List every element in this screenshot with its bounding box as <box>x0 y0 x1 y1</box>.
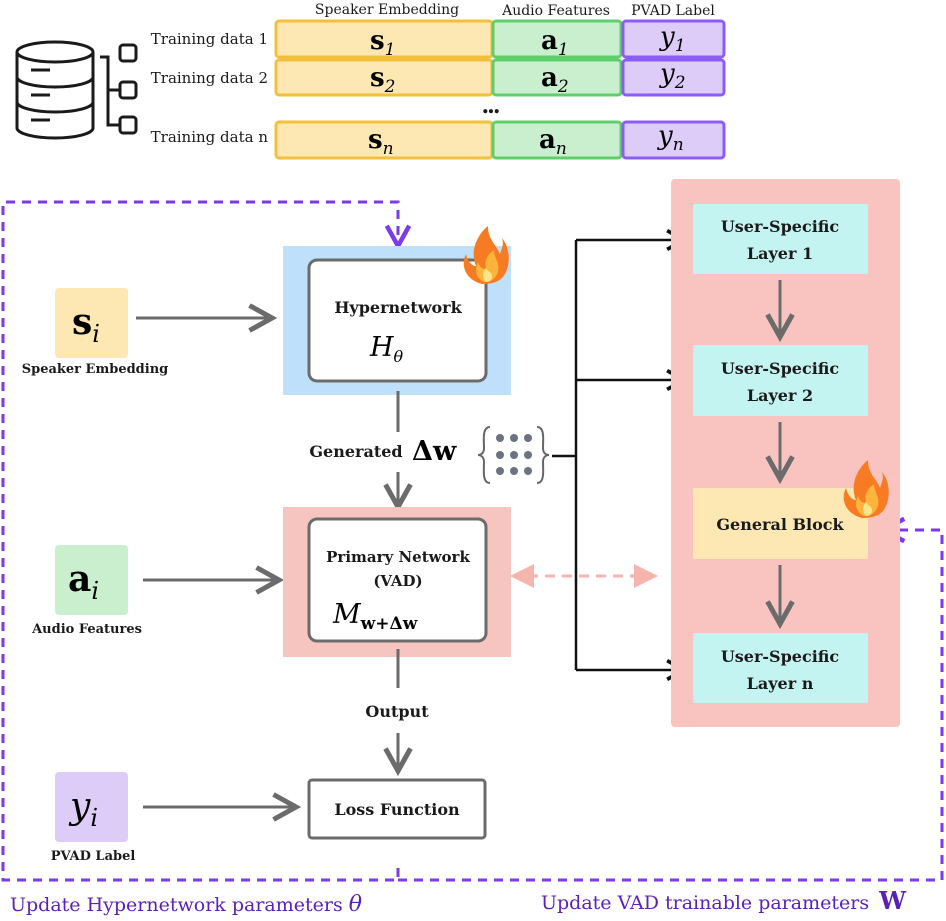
layer-n-label-line2: Layer n <box>747 674 814 693</box>
row-label: Training data 2 <box>151 69 268 87</box>
user-specific-layer-n <box>693 633 868 703</box>
pvad-label-input <box>55 772 128 842</box>
loss-function-label: Loss Function <box>334 800 460 819</box>
header-pvad-label: PVAD Label <box>631 3 715 19</box>
primary-network-symbol: Mw+Δw <box>332 599 418 634</box>
general-block-label: General Block <box>716 515 844 534</box>
audio-value: a2 <box>541 63 569 97</box>
label-cell <box>621 19 726 59</box>
vad-update-loop <box>398 530 944 882</box>
fire-icon <box>843 460 889 518</box>
layer-n-label-line1: User-Specific <box>721 647 840 666</box>
layer-1-label-line1: User-Specific <box>721 217 840 236</box>
primary-network-subtitle: (VAD) <box>373 572 422 590</box>
audio-features-input <box>55 545 128 615</box>
audio-features-symbol: ai <box>68 558 99 605</box>
database-icon <box>15 40 138 140</box>
primary-network-box <box>307 517 488 643</box>
row-label: Training data 1 <box>151 30 268 48</box>
row-label: Training data n <box>151 128 269 146</box>
delta-w-symbol: Δw <box>412 436 457 467</box>
fire-icon <box>463 226 509 284</box>
hypernetwork-box <box>307 258 488 383</box>
label-cell <box>621 120 726 160</box>
layer-2-label-line2: Layer 2 <box>747 386 813 405</box>
speaker-embedding-caption: Speaker Embedding <box>22 362 169 377</box>
primary-network-title: Primary Network <box>326 548 470 566</box>
audio-cell <box>491 120 623 160</box>
header-speaker-embedding: Speaker Embedding <box>315 2 459 18</box>
label-value: yn <box>657 121 684 155</box>
weights-distribution-arrows <box>552 240 684 670</box>
audio-cell <box>491 58 623 97</box>
layer-2-label-line1: User-Specific <box>721 359 840 378</box>
label-cell <box>621 58 726 97</box>
user-specific-layer-2 <box>693 345 868 416</box>
header-audio-features: Audio Features <box>501 3 610 19</box>
rows-ellipsis: ... <box>482 93 499 119</box>
output-label: Output <box>365 702 429 721</box>
general-block <box>693 488 868 559</box>
speaker-value: sn <box>368 125 394 159</box>
pvad-label-symbol: yi <box>68 786 98 832</box>
audio-value: an <box>539 125 567 159</box>
audio-cell <box>491 19 623 59</box>
weights-matrix-icon <box>477 426 550 484</box>
speaker-value: s2 <box>370 63 395 97</box>
loss-function-box <box>307 778 487 840</box>
label-value: y2 <box>659 59 686 93</box>
speaker-embedding-symbol: si <box>72 301 100 348</box>
vad-model-panel <box>671 179 900 727</box>
audio-features-caption: Audio Features <box>31 622 142 637</box>
pvad-label-caption: PVAD Label <box>51 849 136 864</box>
layer-1-label-line2: Layer 1 <box>747 244 813 263</box>
speaker-value: s1 <box>370 26 395 60</box>
audio-value: a1 <box>541 26 569 60</box>
speaker-embedding-input <box>55 288 128 358</box>
hypernetwork-symbol: Hθ <box>369 332 404 366</box>
hypernetwork-title: Hypernetwork <box>334 298 462 317</box>
generated-label: Generated <box>309 442 402 461</box>
label-value: y1 <box>659 22 686 56</box>
user-specific-layer-1 <box>693 204 868 274</box>
